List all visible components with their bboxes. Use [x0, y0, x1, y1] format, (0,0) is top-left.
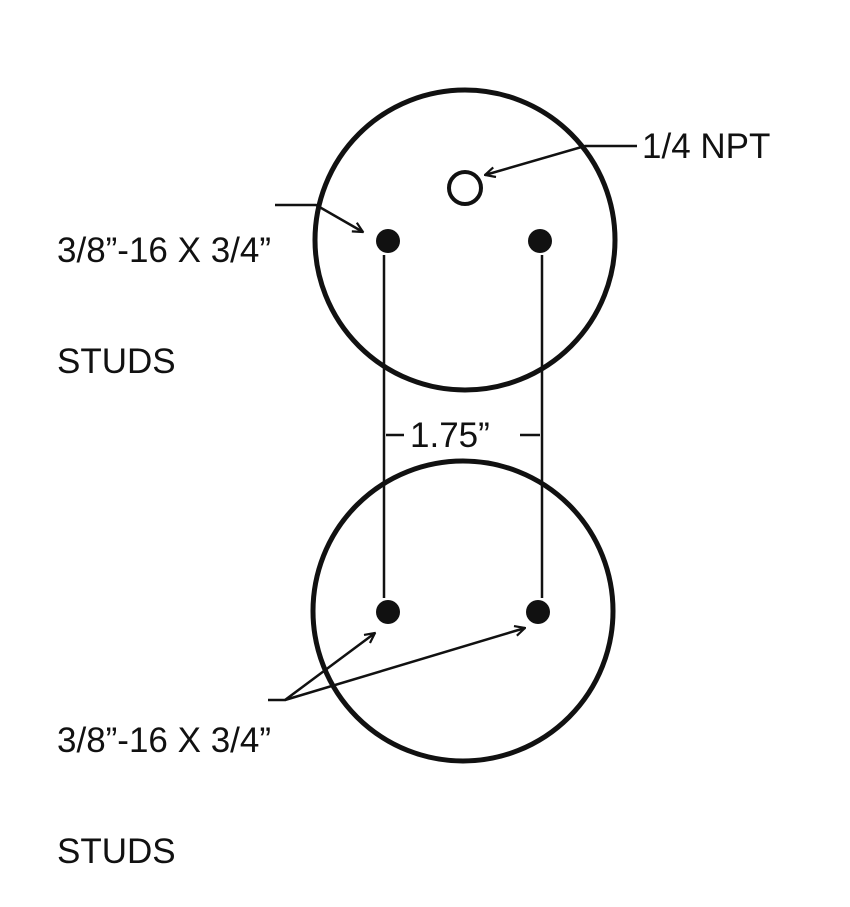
top-plate-outline: [312, 87, 618, 393]
top-stud-label-line2: STUDS: [57, 342, 176, 381]
leader-arrows: [268, 144, 637, 702]
dimension-label: 1.75”: [404, 417, 496, 454]
bottom-stud-label: 3/8”-16 X 3/4” STUDS: [57, 648, 271, 907]
bottom-plate: [310, 458, 616, 764]
top-stud-label: 3/8”-16 X 3/4” STUDS: [57, 158, 271, 417]
top-stud-leader-arrow: [275, 203, 363, 232]
bottom-plate-outline: [310, 458, 616, 764]
bottom-right-stud-leader-arrow: [284, 628, 525, 702]
bottom-stud-label-line1: 3/8”-16 X 3/4”: [57, 721, 271, 760]
bottom-left-stud-icon: [376, 600, 400, 624]
dimension-lines: [382, 255, 544, 598]
port-leader-arrow: [485, 144, 637, 175]
top-stud-label-line1: 3/8”-16 X 3/4”: [57, 231, 271, 270]
bolt-pattern-diagram: [268, 87, 637, 764]
port-label: 1/4 NPT: [642, 127, 771, 166]
bottom-stud-label-line2: STUDS: [57, 832, 176, 871]
air-port-icon: [447, 170, 483, 206]
top-plate: [312, 87, 618, 393]
bottom-right-stud-icon: [526, 600, 550, 624]
top-left-stud-icon: [376, 229, 400, 253]
top-right-stud-icon: [528, 229, 552, 253]
